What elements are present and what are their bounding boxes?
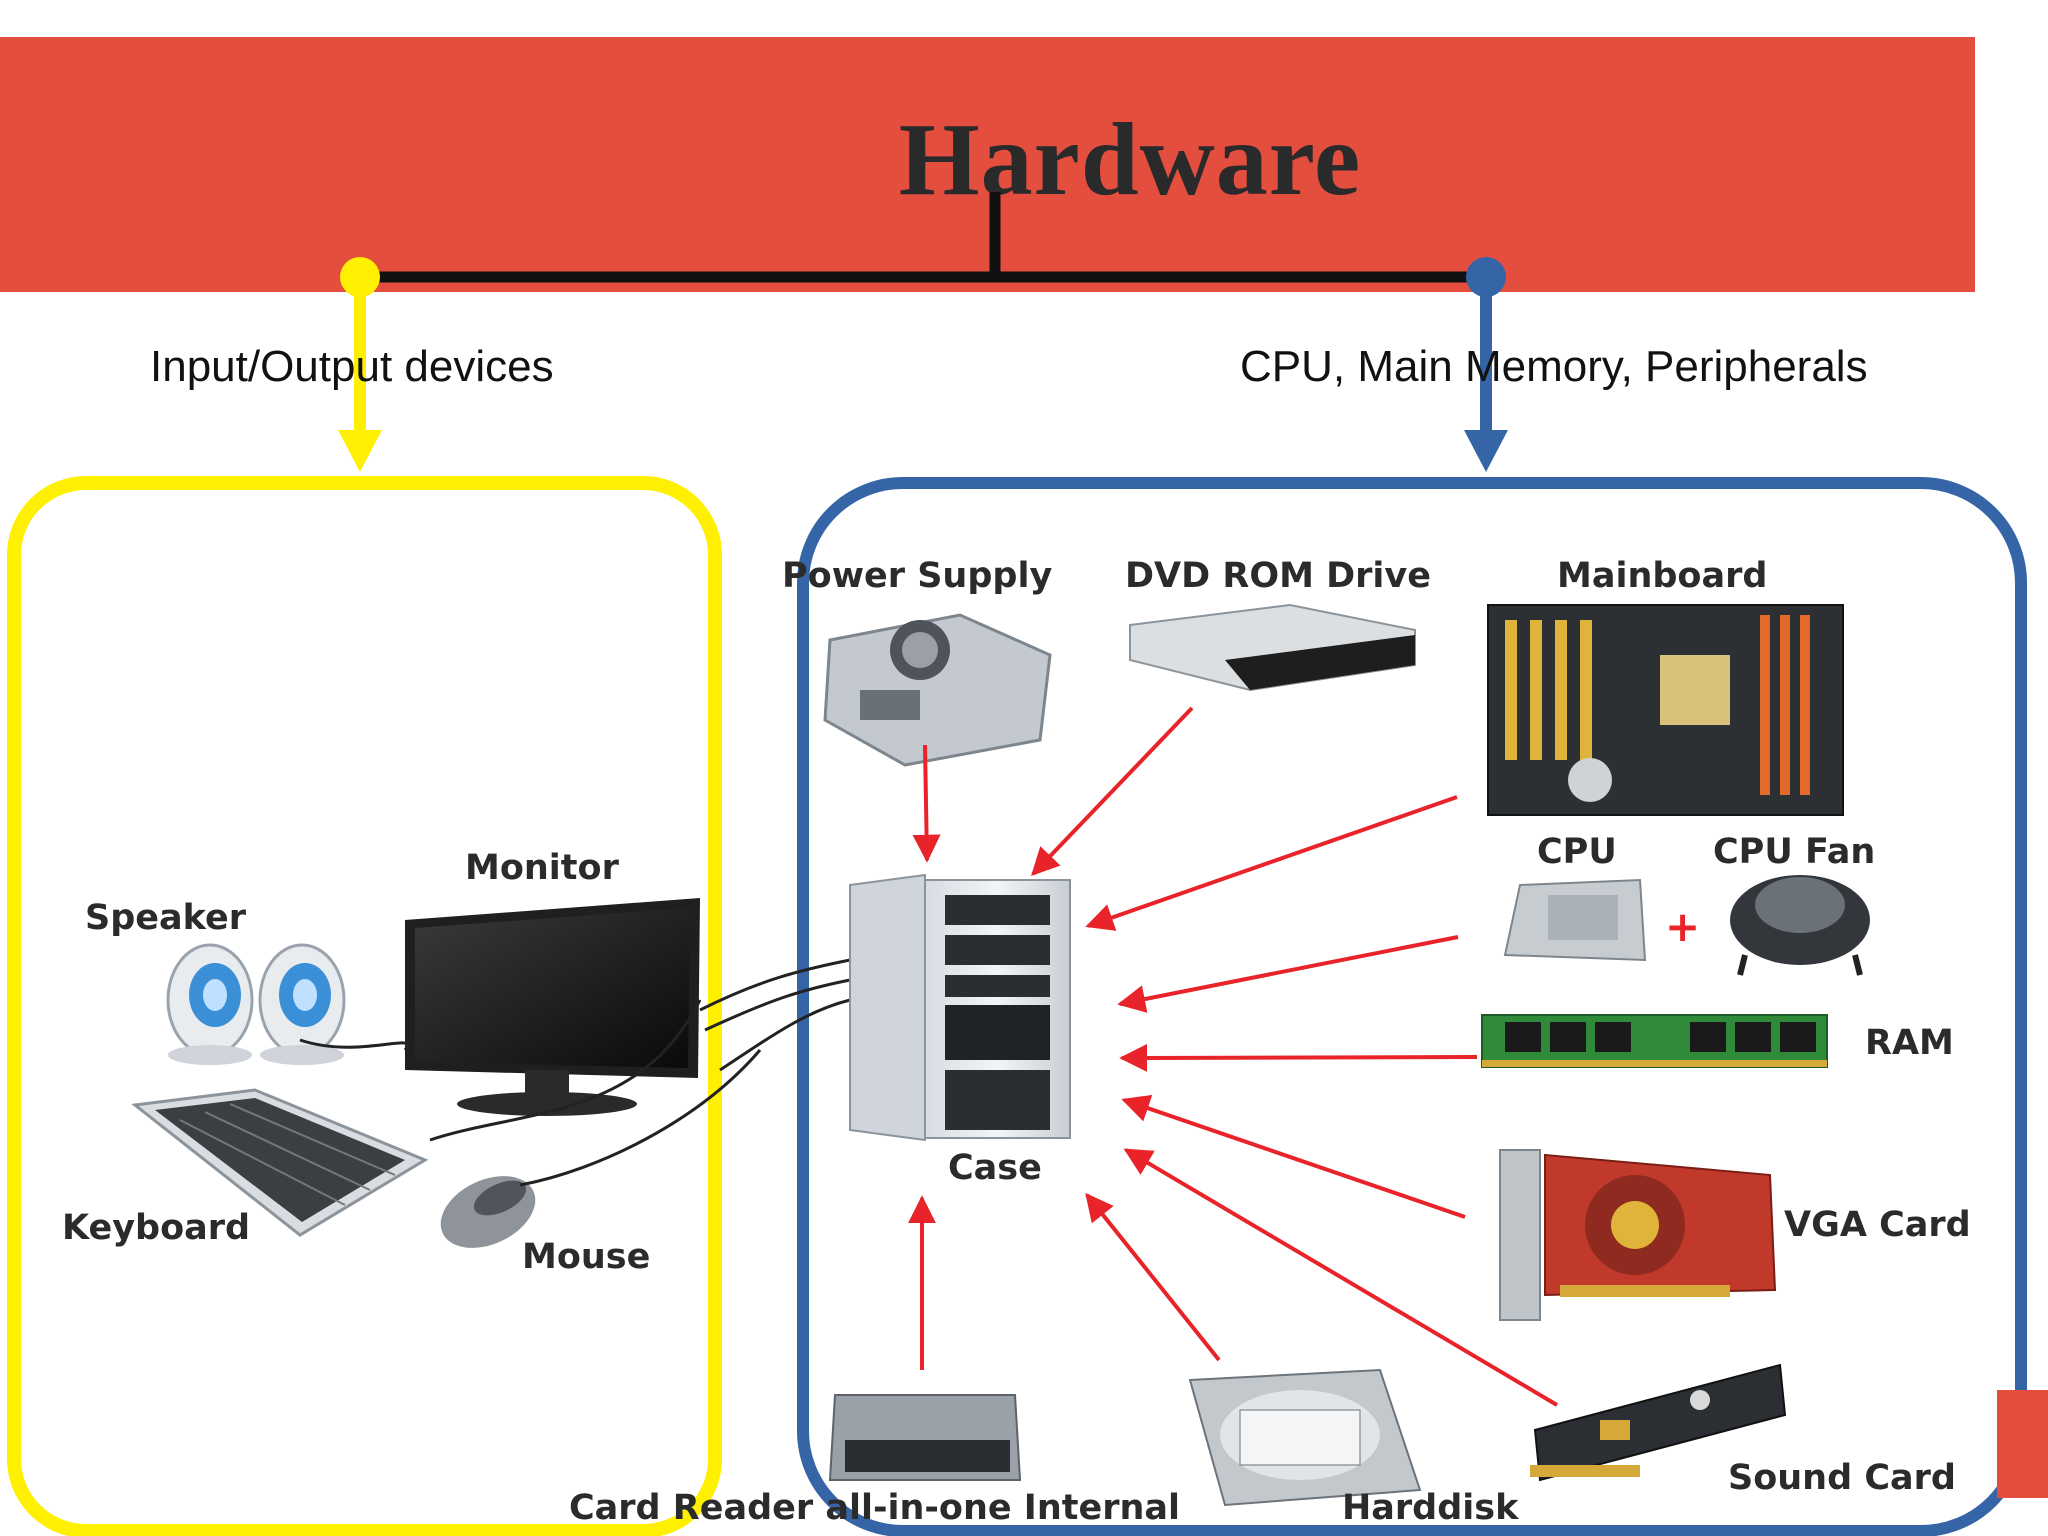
case-label: Case: [948, 1148, 1042, 1188]
cpu-icon: [1503, 878, 1647, 962]
card-reader-label: Card Reader all-in-one Internal: [568, 1488, 1180, 1528]
title-connector-stem: [340, 192, 1506, 297]
dvd-rom-drive-icon: [1129, 603, 1416, 692]
ram-icon: [1481, 1014, 1828, 1068]
system-components-group-box: [797, 477, 2027, 1536]
arrow-cpu: [1117, 935, 1459, 1013]
mainboard-icon: [1487, 604, 1844, 816]
monitor-icon: [405, 898, 700, 1116]
system-branch-label: CPU, Main Memory, Peripherals: [1240, 342, 1868, 391]
sound-card-icon: [1530, 1363, 1787, 1482]
dvd-rom-drive-label: DVD ROM Drive: [1125, 556, 1431, 596]
harddisk-label: Harddisk: [1342, 1488, 1519, 1528]
arrow-vga-card: [1121, 1094, 1466, 1219]
arrow-dvd-rom: [1031, 706, 1194, 877]
io-branch-label: Input/Output devices: [150, 342, 554, 391]
card-reader-icon: [828, 1394, 1022, 1481]
page-title: Hardware: [898, 102, 1362, 217]
arrow-sound-card: [1123, 1148, 1559, 1407]
corner-accent: [1997, 1390, 2048, 1498]
cpu-fan-icon: [1730, 875, 1870, 976]
arrow-mainboard: [1085, 795, 1458, 931]
arrow-harddisk: [1085, 1192, 1221, 1362]
cpu-fan-label: CPU Fan: [1713, 832, 1876, 872]
power-supply-label: Power Supply: [782, 556, 1053, 596]
sound-card-label: Sound Card: [1728, 1458, 1956, 1498]
speaker-label: Speaker: [85, 898, 246, 938]
case-icon: [849, 873, 1071, 1142]
ram-label: RAM: [1865, 1023, 1954, 1063]
keyboard-icon: [131, 1088, 429, 1237]
component-arrows: [908, 706, 1559, 1407]
vga-card-label: VGA Card: [1784, 1205, 1971, 1245]
keyboard-label: Keyboard: [62, 1208, 251, 1248]
cpu-label: CPU: [1537, 832, 1617, 872]
io-devices-group-box: [7, 476, 722, 1536]
mouse-icon: [440, 1176, 536, 1248]
title-banner: [0, 37, 1975, 292]
harddisk-icon: [1188, 1368, 1422, 1507]
plus-sign: +: [1665, 902, 1701, 951]
mouse-label: Mouse: [522, 1237, 651, 1277]
monitor-label: Monitor: [465, 848, 619, 888]
power-supply-icon: [823, 613, 1052, 767]
arrow-power-supply: [912, 744, 941, 863]
speaker-icon: [166, 943, 346, 1065]
arrow-ram: [1119, 1043, 1478, 1072]
io-cables: [299, 958, 851, 1187]
mainboard-label: Mainboard: [1557, 556, 1768, 596]
vga-card-icon: [1499, 1149, 1777, 1321]
